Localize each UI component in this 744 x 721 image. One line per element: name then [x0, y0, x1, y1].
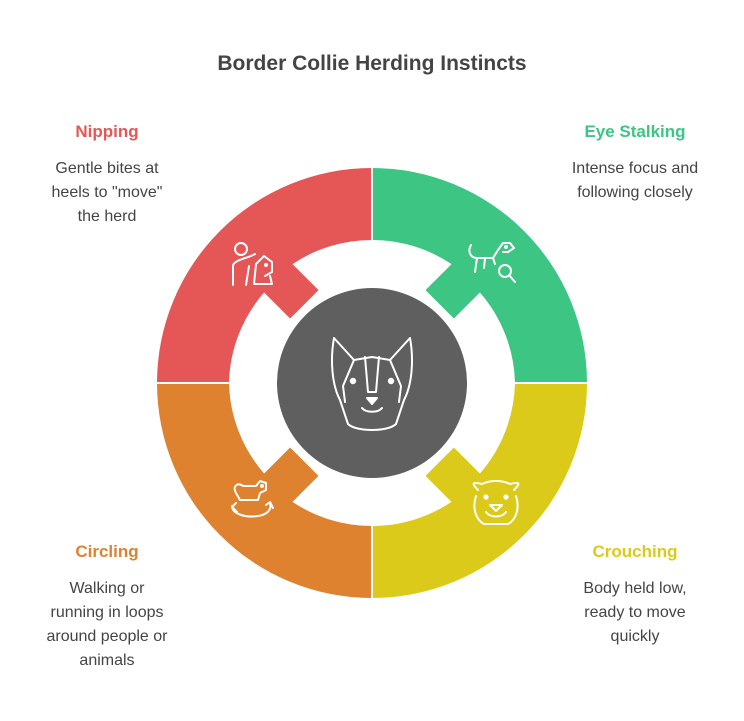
dog-magnifier-icon: [468, 242, 516, 283]
heading-crouching: Crouching: [592, 542, 678, 561]
description-nipping: Gentle bites at heels to "move" the herd: [51, 160, 163, 225]
label-nipping: Nipping Gentle bites at heels to "move" …: [7, 122, 207, 229]
bulldog-face-icon: [472, 480, 520, 525]
heading-circling: Circling: [75, 542, 139, 561]
diagram-title: Border Collie Herding Instincts: [217, 52, 527, 75]
collie-face-icon: [331, 337, 413, 431]
label-eye-stalking: Eye Stalking Intense focus and following…: [535, 122, 735, 205]
description-eye-stalking: Intense focus and following closely: [571, 160, 699, 201]
dog-circling-arrows-icon: [231, 480, 274, 518]
heading-nipping: Nipping: [75, 122, 139, 141]
segment-eye-stalking: [372, 168, 587, 383]
person-with-dog-icon: [232, 242, 273, 286]
description-crouching: Body held low, ready to move quickly: [583, 580, 687, 645]
label-circling: Circling Walking or running in loops aro…: [7, 542, 207, 673]
heading-eye-stalking: Eye Stalking: [584, 122, 686, 141]
center-circle: [277, 288, 467, 478]
label-crouching: Crouching Body held low, ready to move q…: [535, 542, 735, 649]
description-circling: Walking or running in loops around peopl…: [46, 580, 168, 669]
segment-crouching: [372, 383, 587, 598]
